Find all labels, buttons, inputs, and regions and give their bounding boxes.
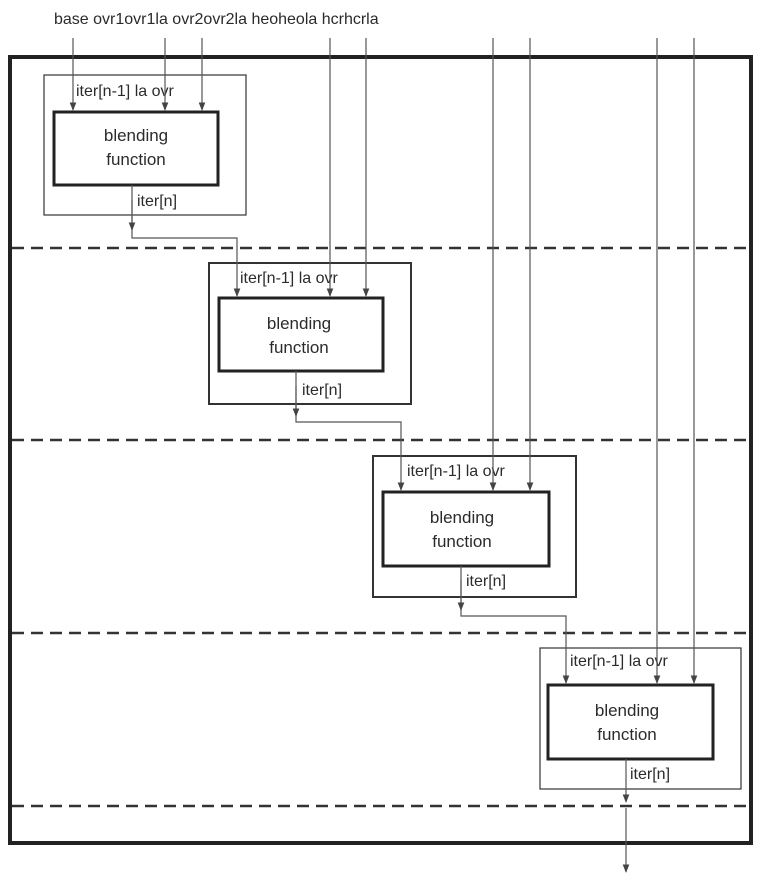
stage-4-frame <box>539 647 742 790</box>
stage-3-blending-block <box>381 490 551 568</box>
stage-4-block-line1: blending <box>595 701 659 720</box>
stage-1-block-line1: blending <box>104 126 168 145</box>
stage-3-input-label: iter[n-1] la ovr <box>407 463 505 480</box>
input-signals-label: base ovr1ovr1la ovr2ovr2la heoheola hcrh… <box>54 11 379 28</box>
stage-3-frame <box>372 455 577 598</box>
stage-2-output-label: iter[n] <box>302 382 342 399</box>
stage-2-blending-block <box>217 296 385 373</box>
stage-1-output-label: iter[n] <box>137 193 177 210</box>
stage-3: iter[n-1] la ovr blending function iter[… <box>372 455 577 598</box>
stage-2-block-line1: blending <box>267 314 331 333</box>
stage-3-block-line1: blending <box>430 508 494 527</box>
stage-2-frame <box>208 262 412 405</box>
stage-3-block-line2: function <box>432 532 492 551</box>
stage-3-output-label: iter[n] <box>466 573 506 590</box>
stage-1-block-line2: function <box>106 150 166 169</box>
stage-4-block-line2: function <box>597 725 657 744</box>
outer-frame <box>8 55 753 845</box>
stage-1-frame <box>43 74 247 216</box>
stage-2-block-line2: function <box>269 338 329 357</box>
stage-4-blending-block <box>546 683 715 761</box>
stage-4-output-label: iter[n] <box>630 766 670 783</box>
stage-2-input-label: iter[n-1] la ovr <box>240 270 338 287</box>
stage-4-input-label: iter[n-1] la ovr <box>570 653 668 670</box>
stage-1: iter[n-1] la ovr blending function iter[… <box>43 74 247 216</box>
stage-1-input-label: iter[n-1] la ovr <box>76 83 174 100</box>
stage-1-blending-block <box>52 110 220 187</box>
stage-4: iter[n-1] la ovr blending function iter[… <box>539 647 742 790</box>
stage-2: iter[n-1] la ovr blending function iter[… <box>208 262 412 405</box>
